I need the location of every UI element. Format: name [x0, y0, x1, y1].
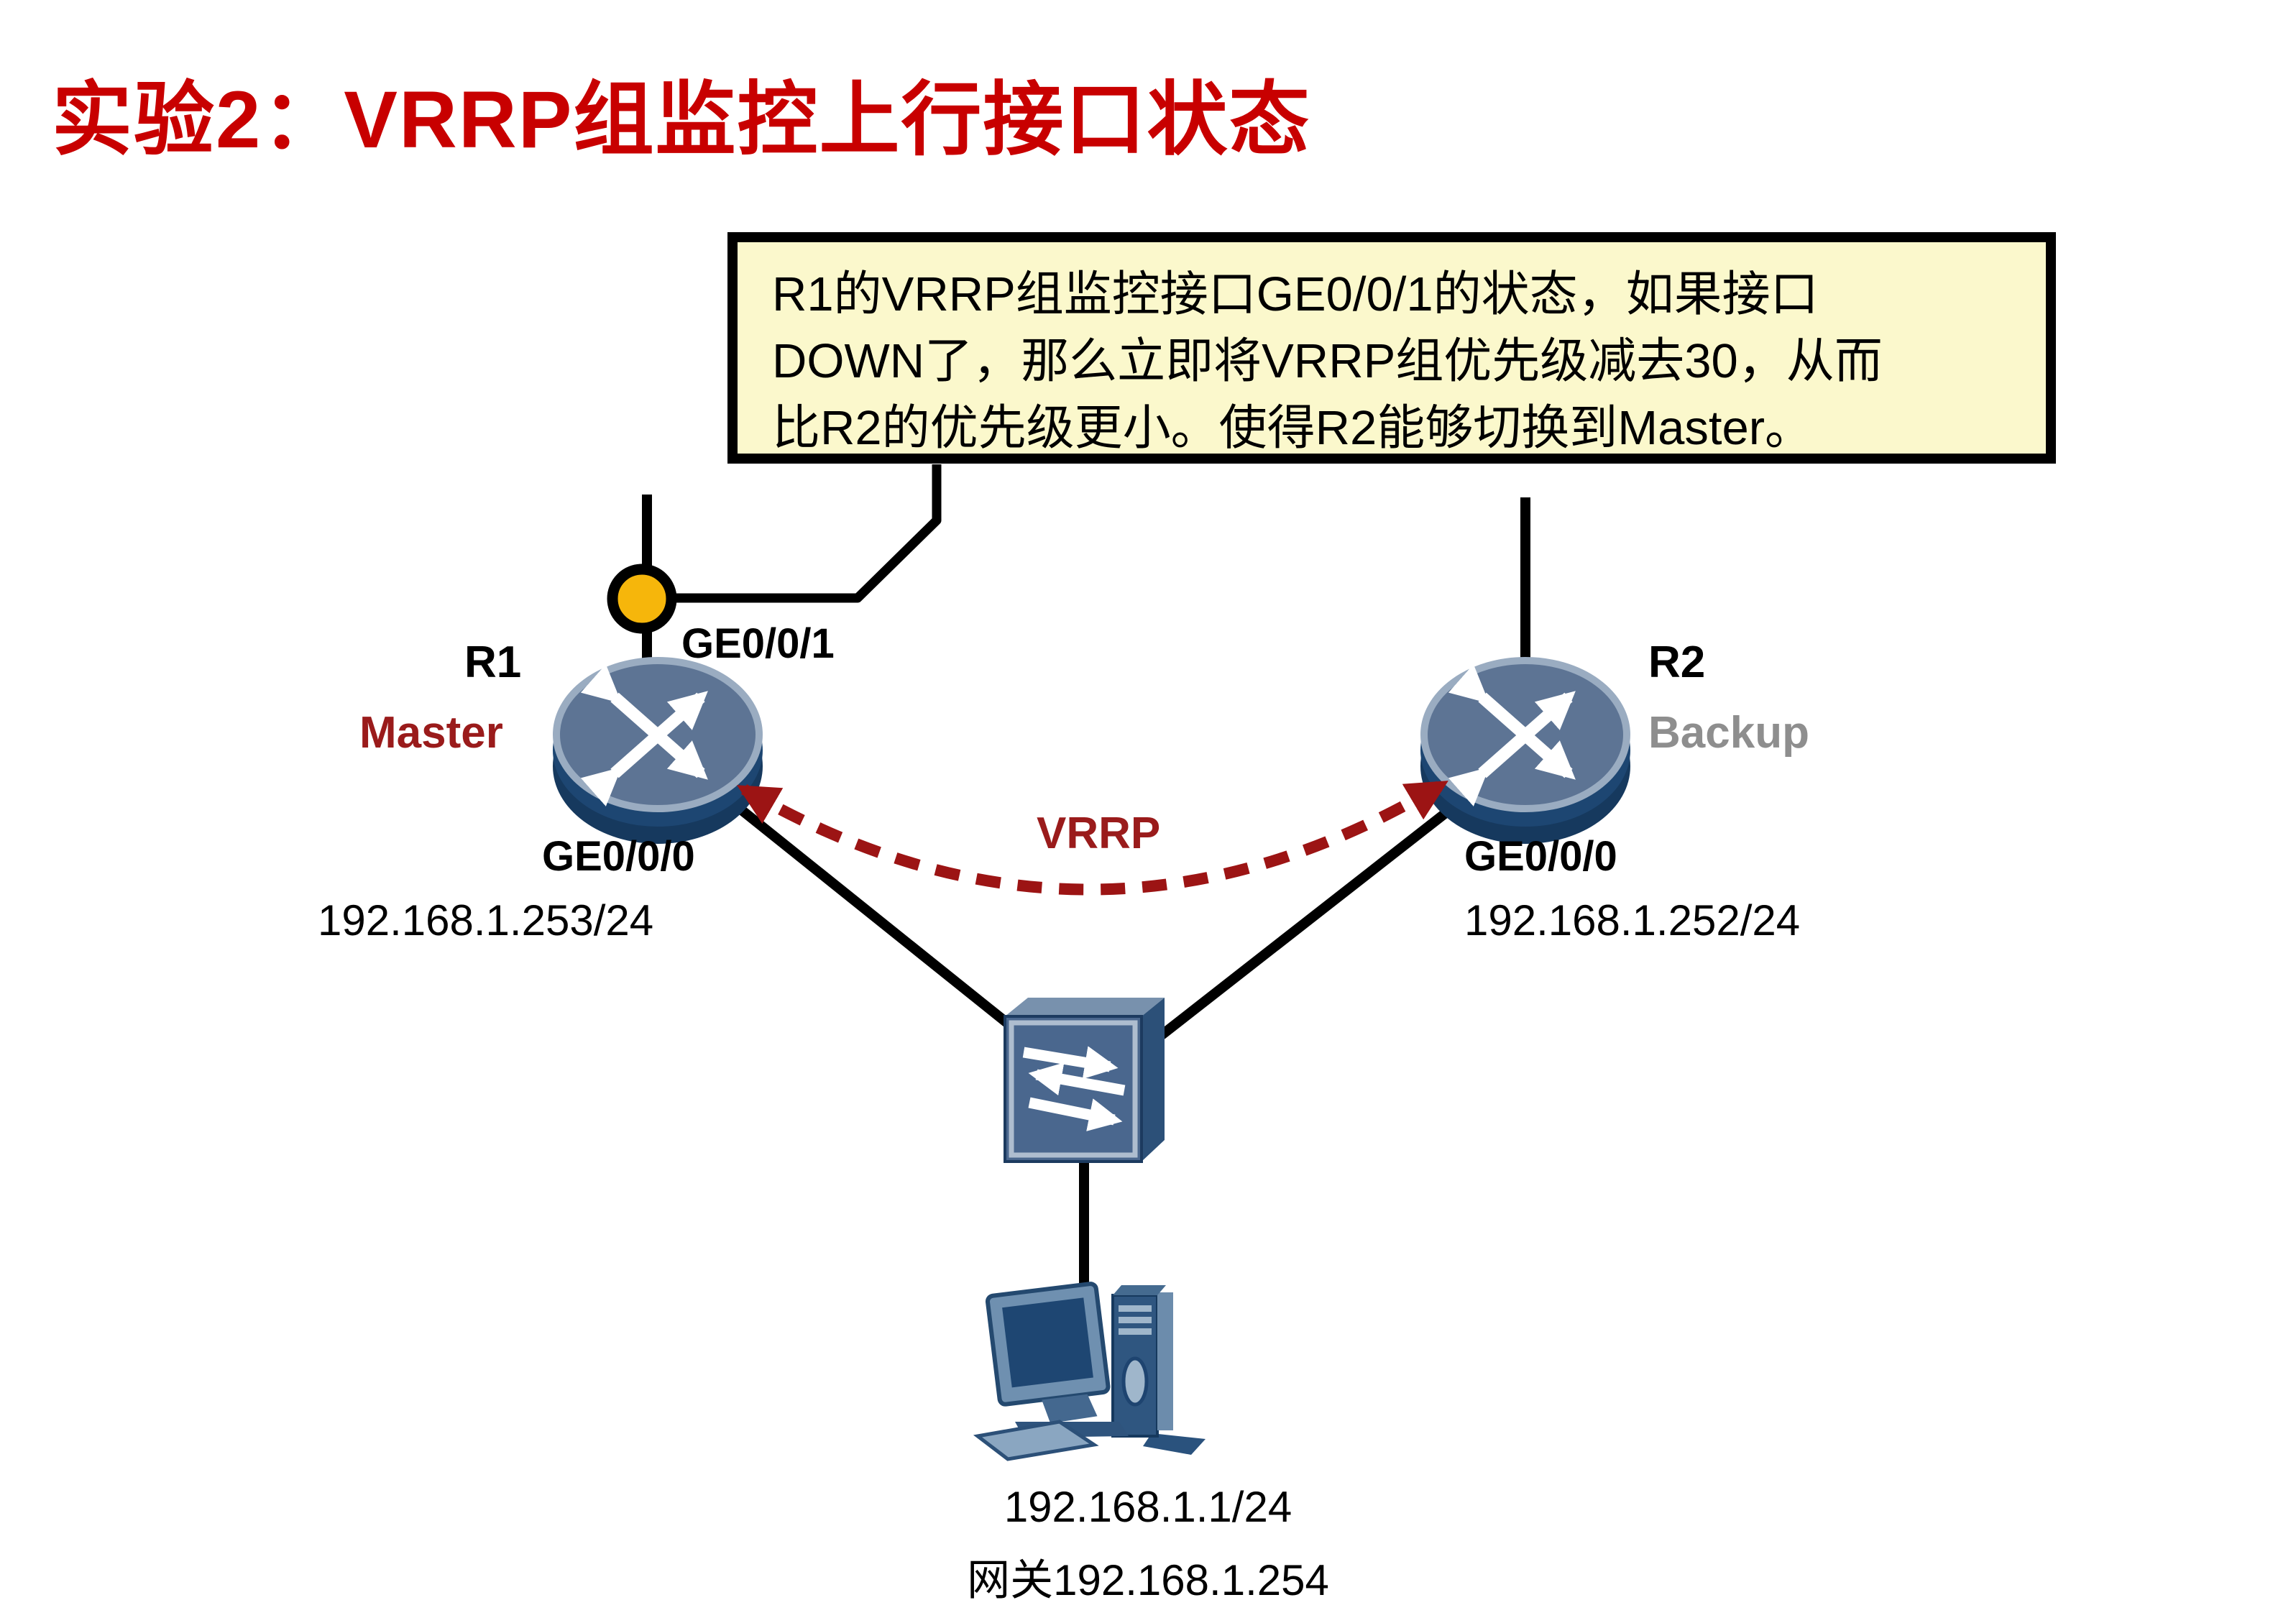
- r2-lan-if-label: GE0/0/0: [1464, 833, 1617, 880]
- pc-gateway-label: 网关192.168.1.254: [967, 1556, 1329, 1604]
- vrrp-link-label: VRRP: [1037, 809, 1161, 858]
- r1-ip-label: 192.168.1.253/24: [318, 896, 654, 944]
- r1-name-label: R1: [464, 638, 522, 687]
- callout-line-1: R1的VRRP组监控接口GE0/0/1的状态，如果接口: [772, 267, 1819, 321]
- r2-role-label: Backup: [1648, 708, 1809, 758]
- monitored-interface-dot: [607, 564, 677, 634]
- callout-connector-line: [676, 464, 942, 603]
- router-icon-r1: [553, 661, 763, 844]
- pc-icon: [978, 1283, 1206, 1459]
- router-icon-r2: [1420, 661, 1630, 844]
- pc-ip-label: 192.168.1.1/24: [1004, 1483, 1292, 1531]
- r1-role-label: Master: [359, 708, 503, 758]
- r2-name-label: R2: [1648, 638, 1706, 687]
- callout-line-3: 比R2的优先级更小。使得R2能够切换到Master。: [772, 401, 1814, 455]
- r2-ip-label: 192.168.1.252/24: [1464, 896, 1801, 944]
- callout-box: R1的VRRP组监控接口GE0/0/1的状态，如果接口 DOWN了，那么立即将V…: [727, 232, 2056, 464]
- slide-title: 实验2：VRRP组监控上行接口状态: [52, 75, 1311, 165]
- r1-lan-if-label: GE0/0/0: [542, 833, 695, 880]
- r1-uplink-if-label: GE0/0/1: [681, 620, 835, 667]
- r1-switch-link: [721, 792, 1019, 1034]
- switch-icon: [1005, 998, 1165, 1162]
- callout-line-2: DOWN了，那么立即将VRRP组优先级减去30，从而: [772, 334, 1883, 388]
- r2-switch-link: [1158, 794, 1469, 1039]
